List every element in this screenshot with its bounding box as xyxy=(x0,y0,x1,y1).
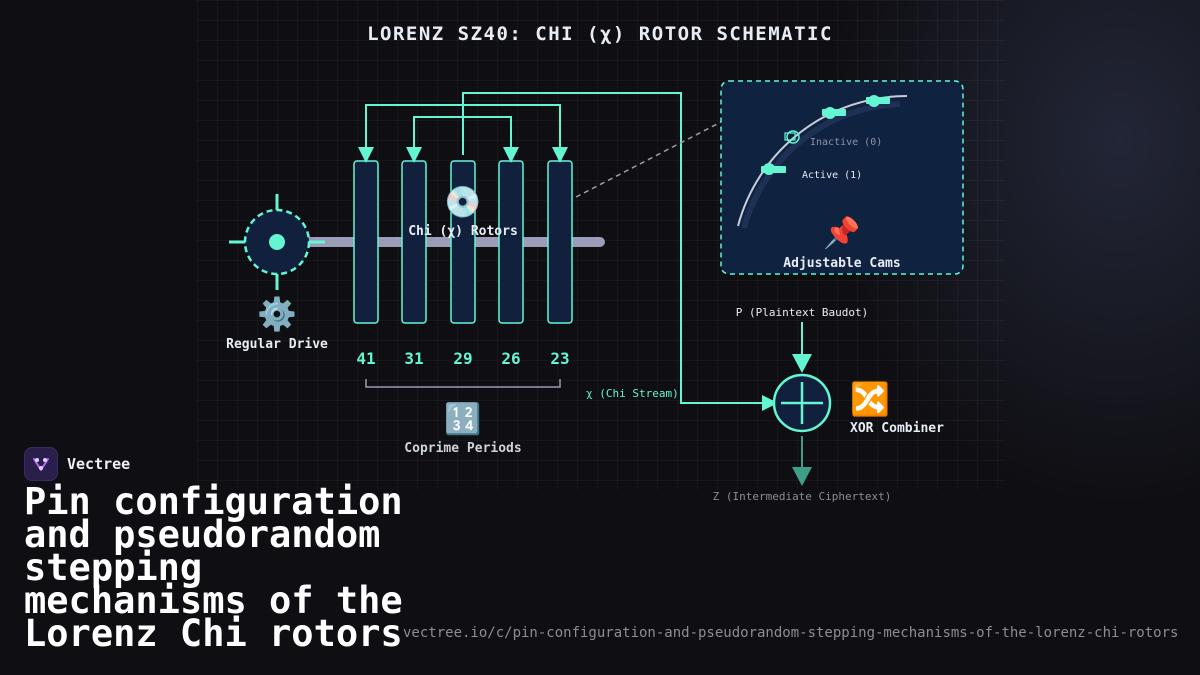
plaintext-label: P (Plaintext Baudot) xyxy=(736,306,868,319)
brand: Vectree xyxy=(24,447,130,481)
inactive-cam-label: Inactive (0) xyxy=(810,137,882,148)
rotors-label: Chi (χ) Rotors xyxy=(408,224,518,239)
chi-rotor-1 xyxy=(353,160,379,324)
page-url[interactable]: vectree.io/c/pin-configuration-and-pseud… xyxy=(403,625,1179,641)
drive-icon: ⚙️ xyxy=(257,295,297,333)
plaintext-arrow-head xyxy=(792,354,812,373)
headline: Pin configuration and pseudorandom stepp… xyxy=(24,480,403,655)
brand-logo-icon xyxy=(24,447,58,481)
coprime-bracket xyxy=(365,379,561,388)
coprime-icon: 🔢 xyxy=(444,401,481,437)
xor-symbol xyxy=(772,373,832,433)
chi-rotor-2 xyxy=(401,160,427,324)
regular-drive-wheel xyxy=(229,194,325,290)
cams-panel xyxy=(720,80,964,275)
rotor-period-3: 29 xyxy=(453,349,472,368)
diagram-title: LORENZ SZ40: CHI (χ) ROTOR SCHEMATIC xyxy=(367,23,833,45)
chi-rotor-3 xyxy=(450,160,476,324)
rotor-period-2: 31 xyxy=(404,349,423,368)
active-cam-pin-3 xyxy=(761,163,786,175)
chi-rotor-5 xyxy=(547,160,573,324)
active-cam-label: Active (1) xyxy=(802,170,862,181)
output-arrow-head xyxy=(792,467,812,486)
cam-detail-pointer xyxy=(575,121,722,198)
brand-name: Vectree xyxy=(67,455,131,473)
coprime-label: Coprime Periods xyxy=(404,441,521,456)
output-label: Z (Intermediate Ciphertext) xyxy=(713,490,892,503)
active-cam-pin-1 xyxy=(866,95,890,107)
chi-rotor-4 xyxy=(498,160,524,324)
chi-stream-label: χ (Chi Stream) xyxy=(586,387,679,400)
drive-label: Regular Drive xyxy=(226,337,328,352)
cams-icon: 📌 xyxy=(823,214,860,251)
rotor-period-4: 26 xyxy=(501,349,520,368)
rotor-connections xyxy=(358,92,778,411)
xor-label: XOR Combiner xyxy=(850,421,944,436)
inactive-cam-pin xyxy=(784,130,800,144)
cams-title: Adjustable Cams xyxy=(783,256,900,271)
active-cam-pin-2 xyxy=(822,107,846,119)
xor-icon: 🔀 xyxy=(850,380,890,418)
rotors-icon: 💿 xyxy=(444,184,481,220)
rotor-period-1: 41 xyxy=(356,349,375,368)
rotor-period-5: 23 xyxy=(550,349,569,368)
